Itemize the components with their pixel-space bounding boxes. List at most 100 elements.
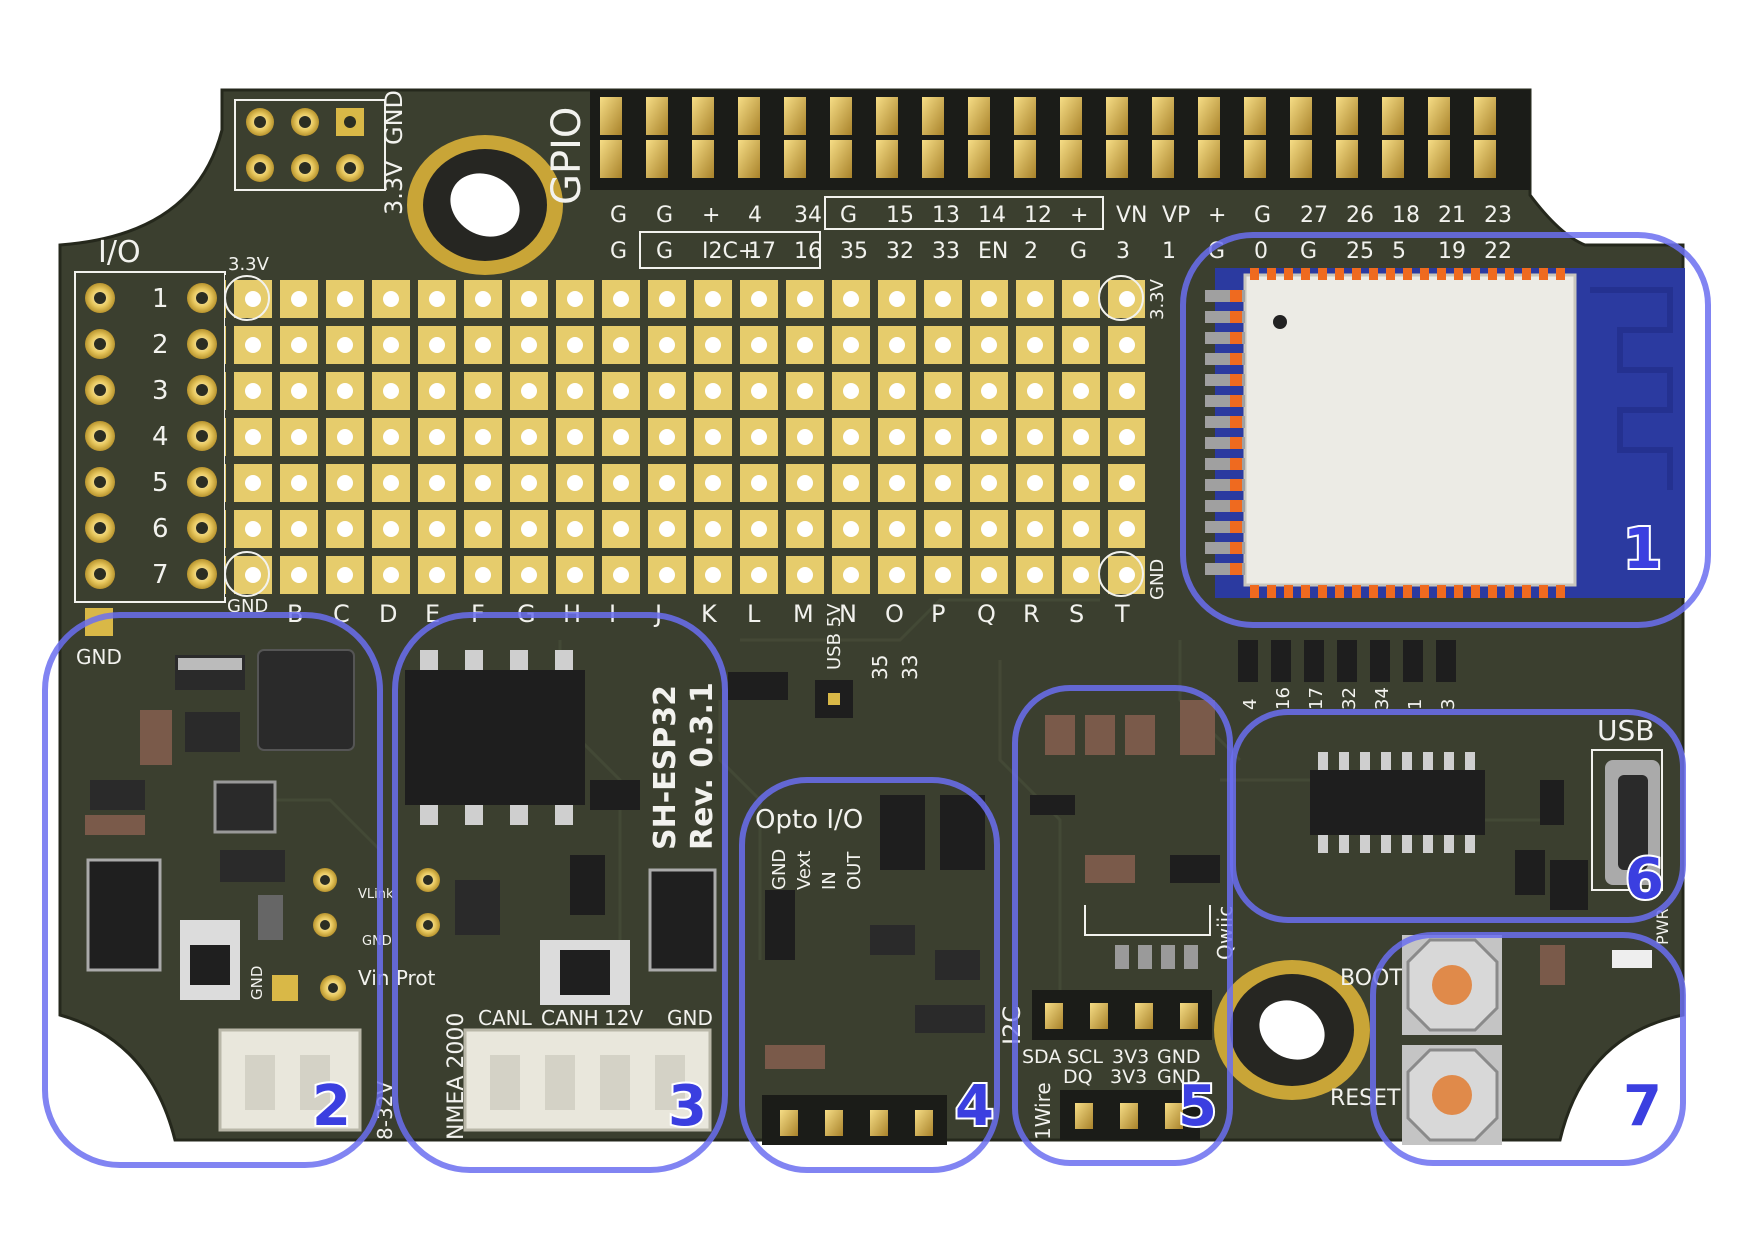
gpio-pin bbox=[1336, 140, 1358, 178]
can-pin-label: GND bbox=[667, 1006, 713, 1030]
io-pad-hole bbox=[196, 384, 208, 396]
module-pad bbox=[1386, 585, 1395, 598]
gpio-bottom-label: 0 bbox=[1254, 239, 1268, 264]
module-pad bbox=[1230, 521, 1242, 533]
i2c-pin-label: SCL bbox=[1067, 1046, 1103, 1068]
onewire-pin-label: 3V3 bbox=[1110, 1066, 1147, 1088]
io-pad-hole bbox=[94, 430, 106, 442]
gpio-bottom-label: 1 bbox=[1162, 239, 1176, 264]
i2c-label-box bbox=[639, 231, 821, 269]
gpio-bottom-label: EN bbox=[978, 239, 1008, 264]
pwr-header-gnd-label: GND bbox=[380, 90, 408, 145]
gpio-bottom-label: G bbox=[656, 239, 673, 264]
module-pad bbox=[1386, 268, 1395, 280]
zone-number-1: 1 bbox=[1623, 517, 1662, 582]
module-pad bbox=[1318, 268, 1327, 280]
module-pad bbox=[1230, 395, 1242, 407]
gpio-pin bbox=[830, 140, 852, 178]
io-pad-hole bbox=[94, 292, 106, 304]
gnd-jumper-label: GND bbox=[362, 934, 392, 949]
gpio-pin bbox=[876, 140, 898, 178]
module-pad bbox=[1230, 458, 1242, 470]
gpio-pin bbox=[1014, 97, 1036, 135]
usb-chip-leg bbox=[1339, 752, 1349, 770]
boot-button[interactable] bbox=[1402, 935, 1502, 1035]
gpio-top-label: + bbox=[1208, 203, 1226, 228]
module-pad bbox=[1471, 268, 1480, 280]
gpio-pin bbox=[968, 140, 990, 178]
gpio-top-label: 4 bbox=[748, 203, 762, 228]
gpio-pin bbox=[1106, 97, 1128, 135]
gpio-pin bbox=[1382, 140, 1404, 178]
module-pad bbox=[1488, 268, 1497, 280]
zone-number-3: 3 bbox=[668, 1074, 707, 1139]
gpio-pin bbox=[738, 97, 760, 135]
io-pad-hole bbox=[94, 568, 106, 580]
io-pad-hole bbox=[94, 338, 106, 350]
module-pad bbox=[1539, 585, 1548, 598]
module-pad bbox=[1230, 437, 1242, 449]
gpio-bottom-label: 5 bbox=[1392, 239, 1406, 264]
usb-chip-leg bbox=[1444, 835, 1454, 853]
onewire-label: 1Wire bbox=[1031, 1082, 1055, 1140]
reset-button[interactable] bbox=[1402, 1045, 1502, 1145]
gpio-top-label: 15 bbox=[886, 203, 914, 228]
proto-col-label: L bbox=[747, 600, 761, 628]
gpio-top-label: VP bbox=[1162, 203, 1190, 228]
gpio-pin bbox=[600, 97, 622, 135]
zone-number-6: 6 bbox=[1625, 847, 1664, 912]
io-pad-hole bbox=[196, 292, 208, 304]
usb-chip-leg bbox=[1360, 752, 1370, 770]
gpio-label-box bbox=[824, 196, 1104, 230]
gpio-bottom-label: G bbox=[1300, 239, 1317, 264]
io-row-label: 1 bbox=[152, 284, 169, 314]
module-pad bbox=[1437, 268, 1446, 280]
right-pin-chip bbox=[1238, 640, 1258, 682]
io-pad-hole bbox=[196, 522, 208, 534]
module-pad bbox=[1420, 268, 1429, 280]
gpio-pin bbox=[1474, 97, 1496, 135]
io-row-label: 6 bbox=[152, 514, 169, 544]
gpio-pin bbox=[1244, 97, 1266, 135]
zone-number-4: 4 bbox=[955, 1074, 994, 1139]
gpio-pin bbox=[1474, 140, 1496, 178]
io-pad-hole bbox=[196, 568, 208, 580]
i2c-pin-label: GND bbox=[1157, 1046, 1201, 1068]
usb-chip-leg bbox=[1444, 752, 1454, 770]
module-pad bbox=[1230, 416, 1242, 428]
qwiic-label: Qwiic bbox=[1213, 906, 1237, 960]
proto-col-label: D bbox=[379, 600, 397, 628]
io-row-label: 2 bbox=[152, 330, 169, 360]
gpio-top-label: G bbox=[1254, 203, 1271, 228]
proto-3v3-tl: 3.3V bbox=[228, 254, 270, 275]
module-pad bbox=[1420, 585, 1429, 598]
module-pad bbox=[1267, 268, 1276, 280]
power-header: 3.3V GND bbox=[234, 90, 408, 215]
gpio-bottom-label: G bbox=[1070, 239, 1087, 264]
right-pin-chip bbox=[1304, 640, 1324, 682]
module-pad bbox=[1335, 585, 1344, 598]
right-pin-chip bbox=[1436, 640, 1456, 682]
io-pad-hole bbox=[196, 430, 208, 442]
gpio-pin bbox=[1290, 140, 1312, 178]
right-pin-chip bbox=[1403, 640, 1423, 682]
zone-outline-3 bbox=[392, 612, 728, 1173]
gpio-pin bbox=[1106, 140, 1128, 178]
usb-chip-leg bbox=[1318, 835, 1328, 853]
proto-col-label: T bbox=[1114, 600, 1130, 628]
io-row-label: 3 bbox=[152, 376, 169, 406]
mounting-hole-bottom bbox=[1214, 960, 1370, 1100]
module-pad bbox=[1352, 585, 1361, 598]
gpio-pin bbox=[1244, 140, 1266, 178]
gpio-pin bbox=[876, 97, 898, 135]
module-pad bbox=[1230, 290, 1242, 302]
gpio-top-label: + bbox=[702, 203, 720, 228]
gpio-pin bbox=[1428, 140, 1450, 178]
module-pad bbox=[1454, 268, 1463, 280]
module-pad bbox=[1488, 585, 1497, 598]
can-pin-label: 12V bbox=[604, 1006, 643, 1030]
